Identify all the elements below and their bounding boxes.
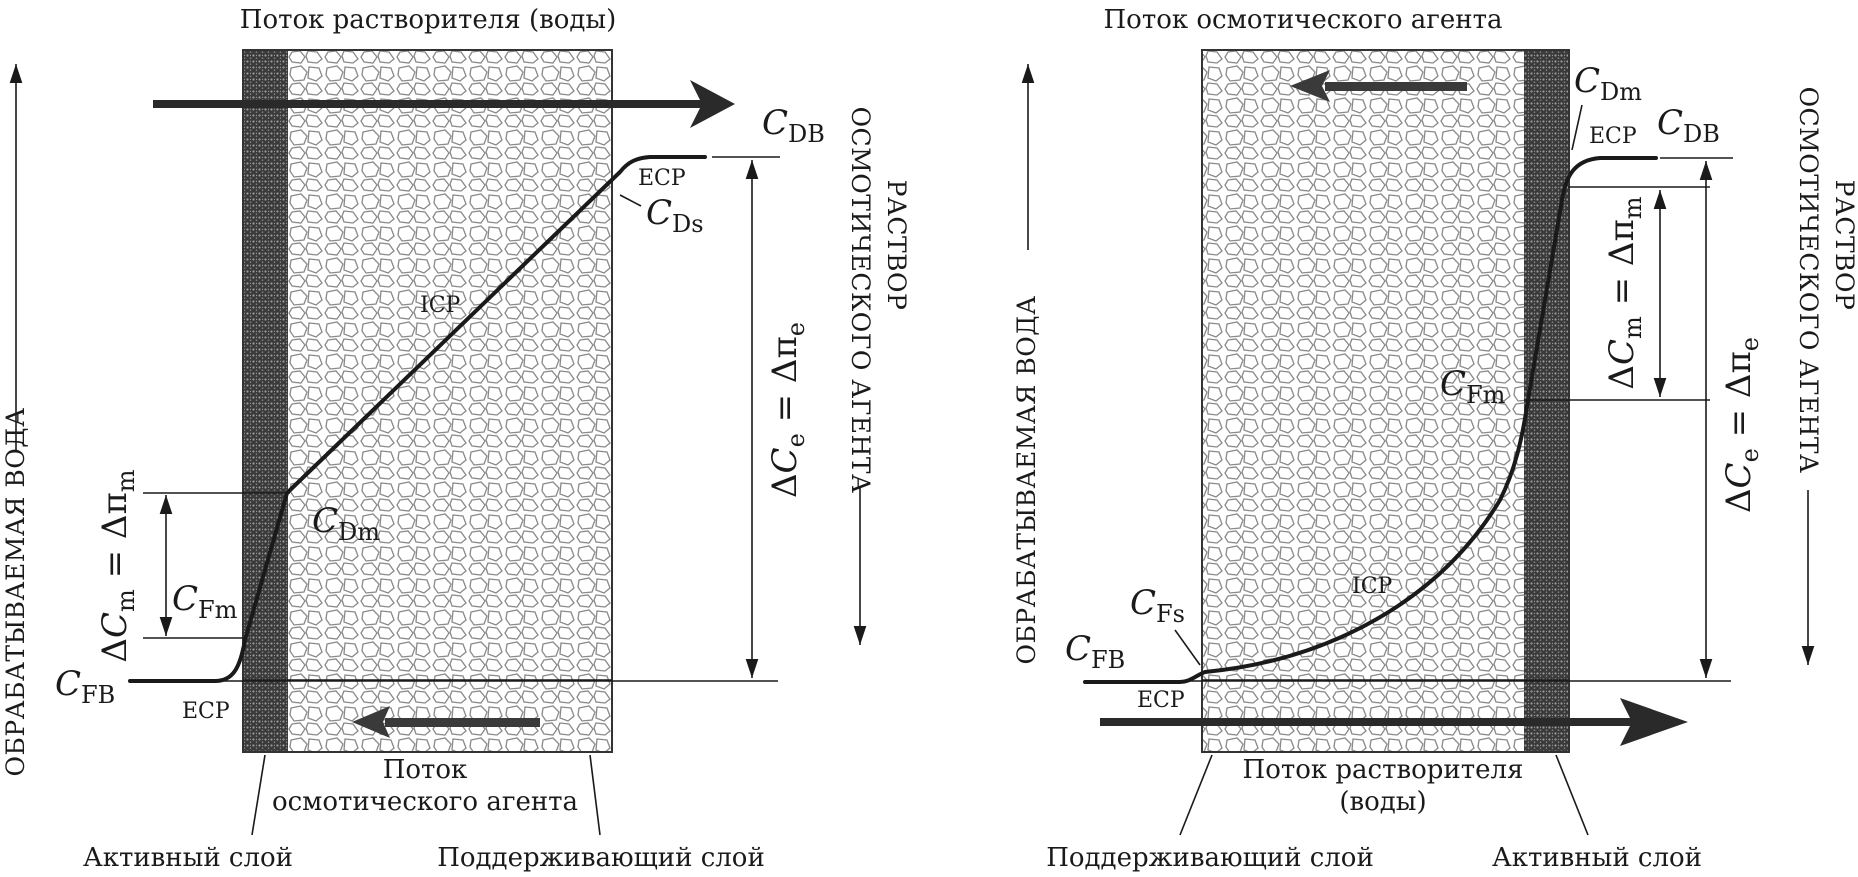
left-active-layer-leader [251,754,266,836]
left-vertical-draw-solution-1: РАСТВОР [882,180,911,311]
right-label-ecp-top: ECP [1589,124,1637,149]
left-panel: Поток растворителя (воды) CDB ECP [1,5,911,873]
right-vertical-draw-solution-2: ОСМОТИЧЕСКОГО АГЕНТА [1794,87,1823,474]
right-label-cfm: CFm [1440,364,1506,409]
right-label-active-layer: Активный слой [1492,843,1702,873]
right-membrane-border [1201,49,1570,753]
left-label-active-layer: Активный слой [83,843,293,873]
right-cfs-leader [1174,629,1201,666]
right-top-caption: Поток осмотического агента [1104,5,1503,35]
left-support-layer [288,50,612,752]
right-label-cfs: CFs [1130,583,1185,628]
right-label-delta-cm: ΔCm = Δπm [1602,196,1647,389]
right-support-layer [1202,50,1524,752]
right-label-ecp-bottom: ECP [1137,688,1185,713]
left-label-ecp-bottom: ECP [182,699,230,724]
right-label-icp: ICP [1352,574,1393,599]
left-top-caption: Поток растворителя (воды) [240,5,616,35]
right-bottom-flow-2: (воды) [1339,787,1426,817]
right-label-support-layer: Поддерживающий слой [1046,843,1374,873]
right-label-cdb: CDB [1657,103,1720,148]
right-label-cdm: CDm [1574,61,1642,106]
left-label-ecp-top: ECP [638,166,686,191]
right-label-cfb: CFB [1065,629,1125,674]
left-support-layer-leader [589,754,601,836]
left-label-cfb: CFB [55,664,115,709]
right-agent-flux-arrow [1290,70,1467,102]
left-label-icp: ICP [420,293,461,318]
right-water-flux-arrow [1100,698,1688,746]
left-agent-flux-arrow [352,706,540,738]
left-vertical-draw-solution-2: ОСМОТИЧЕСКОГО АГЕНТА [846,107,875,494]
left-vertical-treated-water: ОБРАБАТЫВАЕМАЯ ВОДА [1,407,30,776]
right-vertical-treated-water: ОБРАБАТЫВАЕМАЯ ВОДА [1012,295,1041,664]
left-water-flux-arrow [153,80,735,128]
right-concentration-curve [1083,156,1658,684]
right-vertical-draw-solution-1: РАСТВОР [1830,180,1858,311]
left-label-delta-cm: ΔCm = Δπm [95,469,140,662]
left-bottom-flow-2: осмотического агента [272,787,578,817]
left-label-cdm: CDm [312,501,380,546]
left-label-cds: CDs [646,193,704,238]
left-label-cdb: CDB [762,103,825,148]
right-active-layer-leader [1555,754,1589,836]
right-support-layer-leader [1179,754,1213,836]
left-membrane-border [242,49,613,753]
right-panel: Поток осмотического агента CDm ECP CDB [1012,5,1858,873]
left-label-cfm: CFm [172,579,238,624]
right-cdm-leader [1571,104,1583,151]
left-bottom-flow-1: Поток [383,755,468,785]
left-cds-leader [619,194,642,207]
left-label-support-layer: Поддерживающий слой [437,843,765,873]
left-active-layer [243,50,288,752]
left-label-delta-ce: ΔCe = Δπe [765,322,810,498]
right-bottom-flow-1: Поток растворителя [1243,755,1524,785]
right-active-layer [1524,50,1569,752]
right-label-delta-ce: ΔCe = Δπe [1719,337,1764,513]
